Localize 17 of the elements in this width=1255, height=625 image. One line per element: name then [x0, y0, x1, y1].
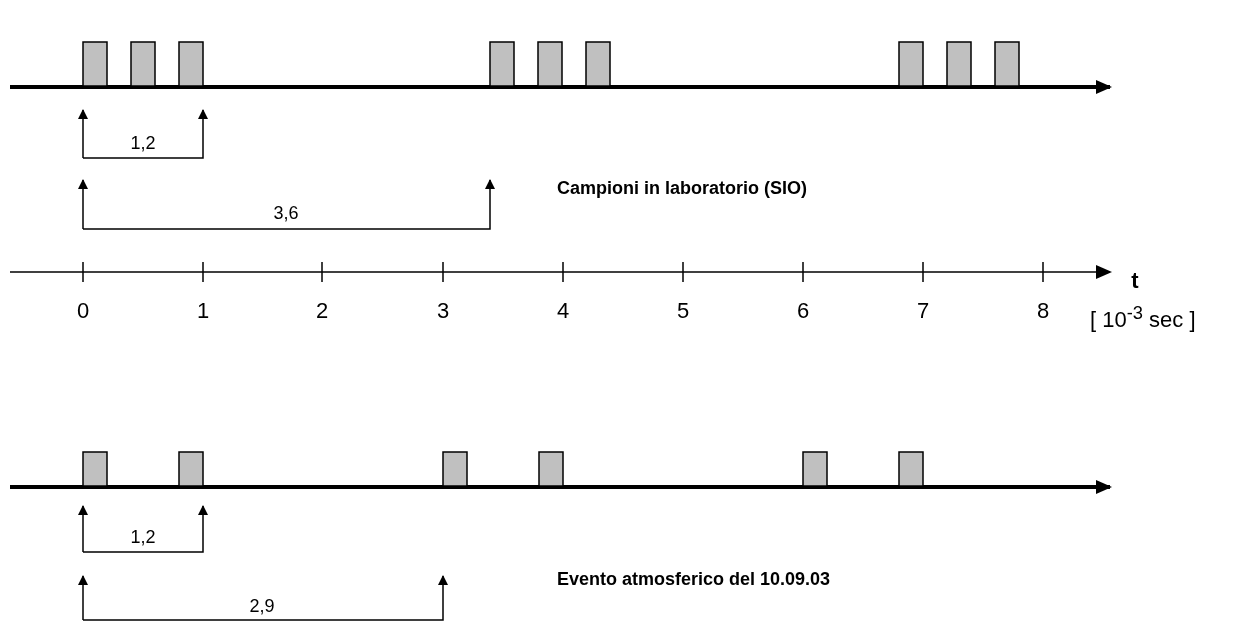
tick-label: 2: [315, 300, 329, 322]
dimension-value: 3,6: [273, 204, 299, 222]
axis-variable: t: [1131, 270, 1139, 292]
dimension-value: 2,9: [249, 597, 275, 615]
axis-unit: [ 10$^{-3}$ sec ]: [1090, 304, 1196, 332]
dimension-value: 1,2: [130, 134, 156, 152]
tick-label: 1: [196, 300, 210, 322]
tick-label: 0: [76, 300, 90, 322]
series-caption: Campioni in laboratorio (SIO): [557, 179, 807, 197]
tick-label: 8: [1036, 300, 1050, 322]
tick-label: 4: [556, 300, 570, 322]
dimension-value: 1,2: [130, 528, 156, 546]
tick-label: 7: [916, 300, 930, 322]
tick-label: 3: [436, 300, 450, 322]
series-caption: Evento atmosferico del 10.09.03: [557, 570, 831, 588]
tick-label: 6: [796, 300, 810, 322]
tick-label: 5: [676, 300, 690, 322]
